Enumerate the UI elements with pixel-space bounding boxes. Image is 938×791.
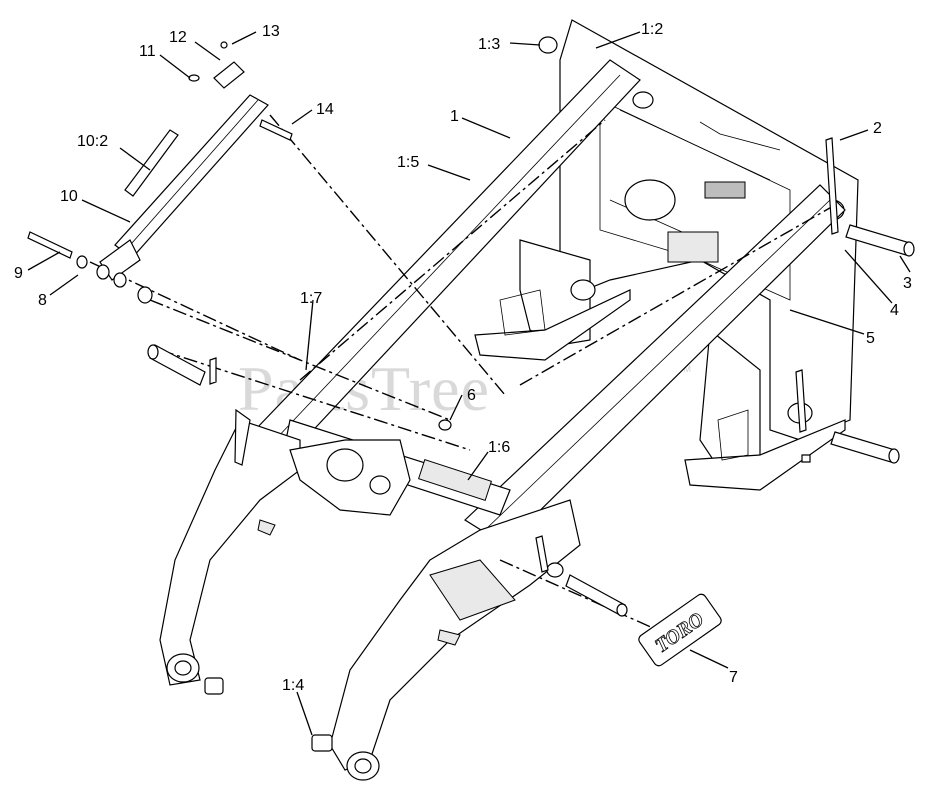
callout-10-2: 10:2	[77, 133, 108, 150]
callout-1-7: 1:7	[300, 290, 322, 307]
callout-13: 13	[262, 23, 280, 40]
leader-lines	[27, 31, 911, 736]
mount-plate-assembly	[474, 19, 859, 491]
pins-left	[147, 344, 251, 466]
toro-decal: TORO	[638, 593, 722, 667]
callout-9: 9	[14, 265, 23, 282]
callout-1-5: 1:5	[397, 154, 419, 171]
callout-4: 4	[890, 302, 899, 319]
callout-6: 6	[467, 387, 476, 404]
callout-8: 8	[38, 292, 47, 309]
callout-labels: 13 12 11 14 10:2 10 9 8 1:3 1:2 1 1:5 2 …	[14, 21, 912, 694]
callout-2: 2	[873, 120, 882, 137]
watermark-tm: TM	[678, 364, 691, 374]
callout-10: 10	[60, 188, 78, 205]
pins-front	[204, 419, 628, 752]
callout-12: 12	[169, 29, 187, 46]
callout-14: 14	[316, 101, 334, 118]
callout-1: 1	[450, 108, 459, 125]
support-strut	[99, 61, 269, 281]
pins-right	[795, 137, 915, 464]
callout-1-3: 1:3	[478, 36, 500, 53]
callout-1-6: 1:6	[488, 439, 510, 456]
callout-1-4: 1:4	[282, 677, 304, 694]
callout-3: 3	[903, 275, 912, 292]
hardware-left	[27, 41, 293, 304]
callout-5: 5	[866, 330, 875, 347]
callout-11: 11	[139, 43, 156, 60]
callout-7: 7	[729, 669, 738, 686]
callout-1-2: 1:2	[641, 21, 663, 38]
